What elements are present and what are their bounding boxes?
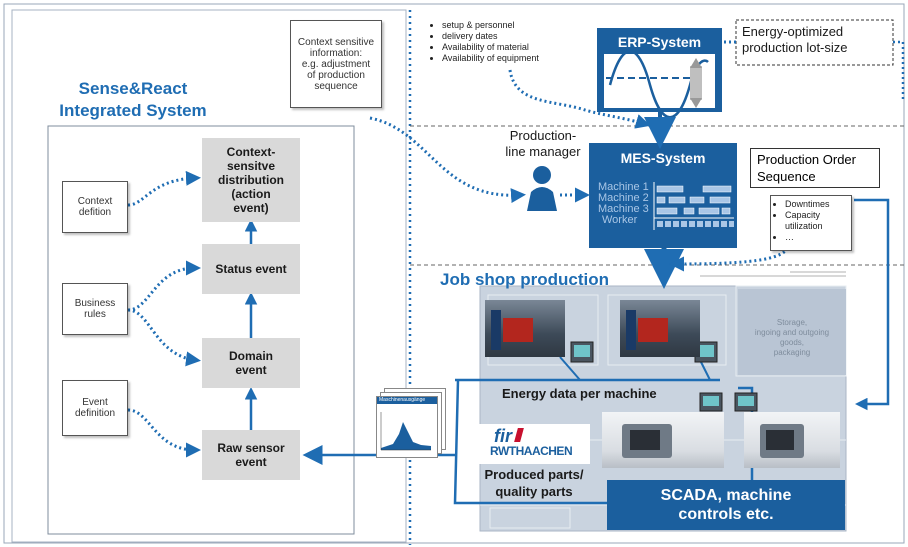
storage-label: Storage, ingoing and outgoing goods, pac… — [754, 318, 830, 357]
sense-react-title: Sense&React Integrated System — [59, 79, 207, 120]
machine-photo-4 — [744, 412, 840, 468]
sense-react-frame — [47, 125, 355, 535]
machine-photo-2 — [620, 300, 700, 357]
manager-person-icon — [527, 166, 557, 211]
status-event-box: Status event — [202, 244, 300, 294]
raw-sensor-event-box: Raw sensor event — [202, 430, 300, 480]
machine-monitor-icons — [570, 341, 758, 412]
erp-title: ERP-System — [617, 34, 702, 50]
energy-data-label: Energy data per machine — [502, 386, 657, 401]
scada-box: SCADA, machine controls etc. — [607, 480, 845, 530]
downtime-feedback-arrow — [854, 198, 890, 411]
mes-box — [589, 143, 737, 248]
downtime-note: Downtimes Capacity utilization … — [770, 195, 852, 251]
produced-parts-label: Produced parts/ quality parts — [484, 467, 584, 499]
fir-rwth-logo: fir RWTHAACHEN — [478, 424, 590, 464]
mes-title: MES-System — [620, 150, 706, 166]
jobshop-title: Job shop production — [440, 270, 610, 289]
energy-lot-label: Energy-optimized production lot-size — [742, 24, 848, 55]
business-rules-note: Business rules — [62, 283, 128, 335]
machine-photo-3 — [602, 412, 724, 468]
machine-photo-1 — [485, 300, 565, 357]
manager-label: Production- line manager — [505, 128, 581, 159]
event-definition-note: Event definition — [62, 380, 128, 436]
machine-output-sheet: Maschinenausgänge — [376, 396, 438, 458]
context-info-note: Context sensitive information: e.g. adju… — [290, 20, 382, 108]
erp-inputs-list: setup & personnel delivery dates Availab… — [428, 20, 607, 64]
mes-row-labels: Machine 1 Machine 2 Machine 3 Worker — [598, 181, 649, 226]
left-frame — [11, 9, 407, 543]
context-definition-note: Context defition — [62, 181, 128, 233]
domain-event-box: Domain event — [202, 338, 300, 388]
outer-frame — [3, 3, 905, 544]
context-distribution-box: Context- sensitve distribution (action e… — [202, 138, 300, 222]
storage-area — [738, 289, 846, 375]
production-order-sequence: Production Order Sequence — [750, 148, 880, 188]
